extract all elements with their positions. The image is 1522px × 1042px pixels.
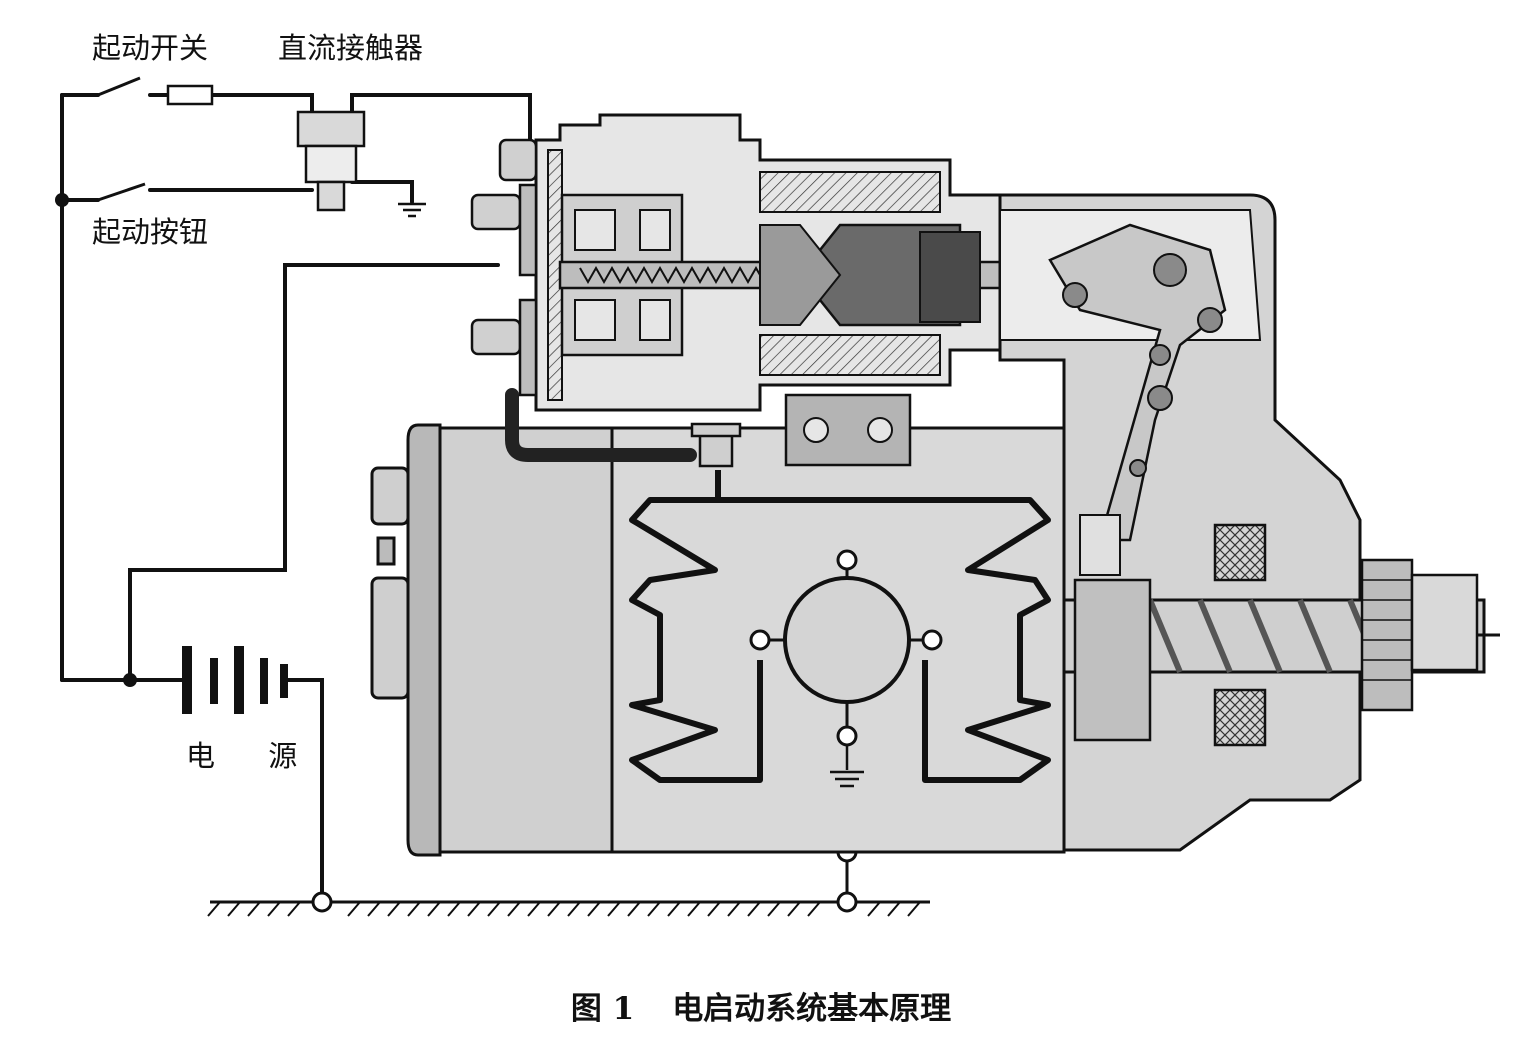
motor-feed-cable — [505, 388, 697, 462]
contactor-ground-icon — [398, 202, 426, 218]
armature-brush-terminals — [749, 549, 943, 747]
junction-left-lower — [123, 673, 137, 687]
motor-terminal — [690, 422, 742, 468]
power-source-label: 电 源 — [186, 739, 320, 773]
field-winding — [629, 470, 1051, 783]
starter-system-diagram — [55, 76, 1500, 917]
figure-caption: 图 1 电启动系统基本原理 — [0, 983, 1522, 1028]
motor-end-cap — [370, 423, 614, 857]
start-switch-label: 起动开关 — [92, 31, 209, 65]
armature-brush-lines — [769, 569, 923, 727]
dc-contactor-body — [296, 100, 366, 212]
ground-node-motor-lower — [836, 891, 858, 913]
start-button-label: 起动按钮 — [92, 215, 209, 249]
start-switch-symbol — [97, 76, 141, 97]
dc-contactor-label: 直流接触器 — [278, 31, 424, 65]
fuse-symbol — [166, 84, 214, 106]
armature-ground-icon — [830, 745, 864, 788]
armature-rotor — [783, 576, 911, 704]
battery-positive-wire — [286, 678, 324, 904]
solenoid-assembly — [470, 113, 1002, 467]
junction-left-upper — [55, 193, 69, 207]
drive-end-housing — [998, 193, 1500, 852]
figure-number: 图 1 — [570, 991, 635, 1027]
contactor-ground-wire — [350, 180, 414, 204]
main-feed-wire — [128, 263, 500, 682]
battery-icon — [182, 646, 288, 714]
ground-node-battery — [311, 891, 333, 913]
figure-title: 电启动系统基本原理 — [672, 991, 952, 1027]
start-button-symbol — [97, 182, 146, 202]
